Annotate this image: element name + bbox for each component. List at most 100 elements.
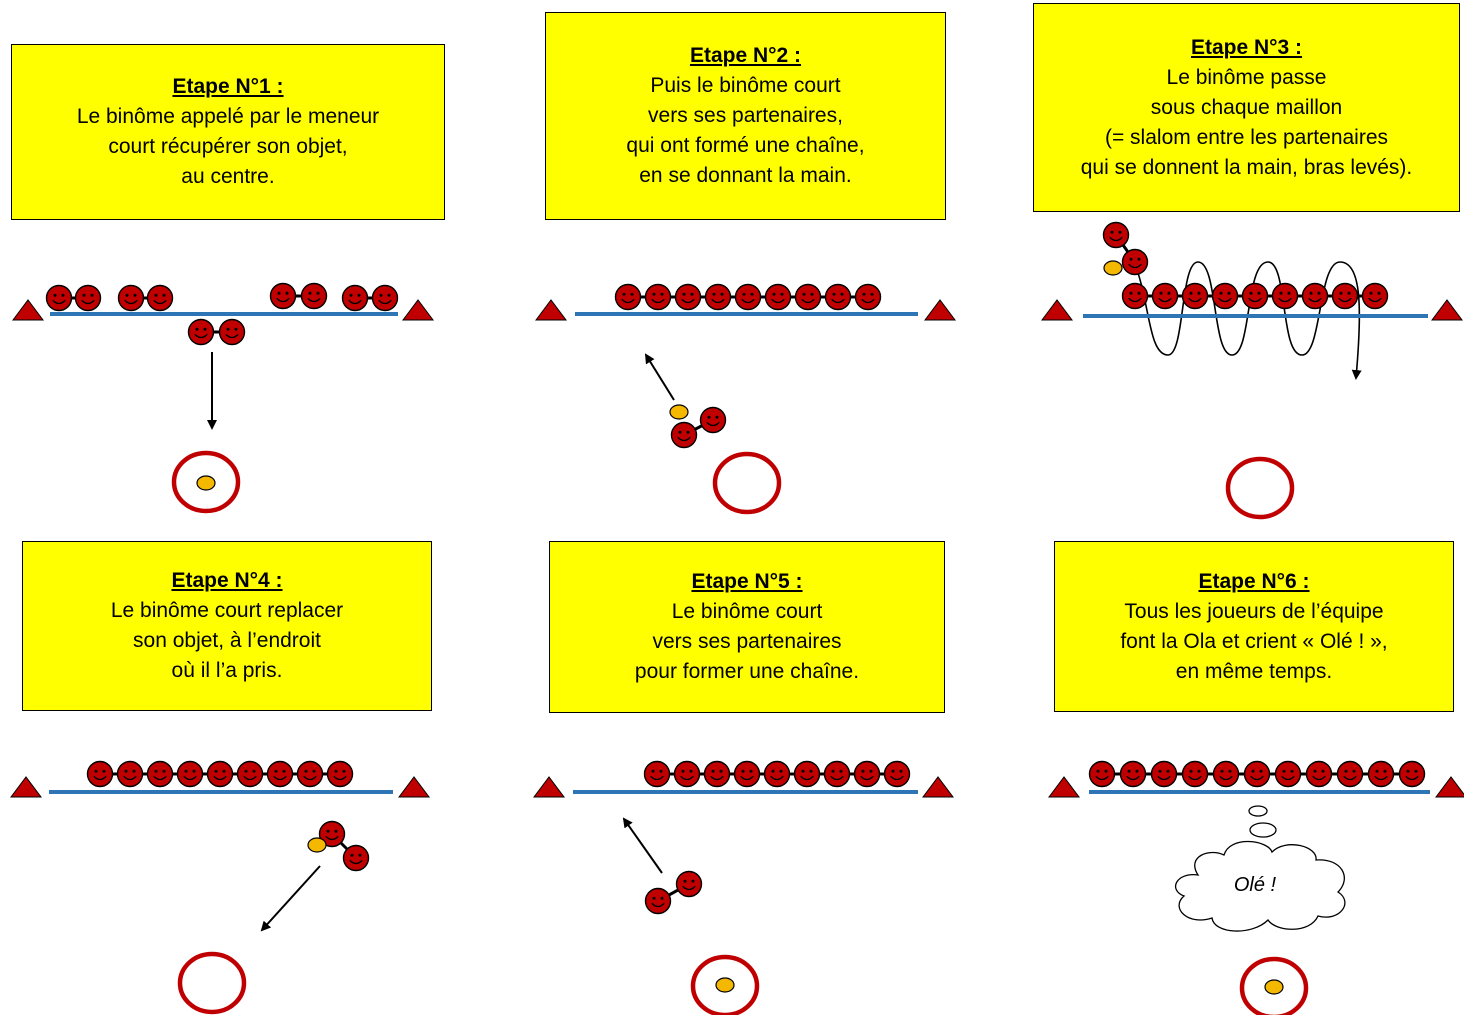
- player-eye: [707, 415, 711, 419]
- player-eye: [652, 292, 656, 296]
- player-smile: [1126, 775, 1140, 781]
- player-smile: [1158, 297, 1172, 303]
- player-eye: [1137, 291, 1141, 295]
- player-eye: [809, 769, 813, 773]
- player-face: [1102, 221, 1130, 249]
- player-eye: [780, 292, 784, 296]
- player-eye: [711, 769, 715, 773]
- player-eye: [102, 769, 106, 773]
- step-5-line: pour former une chaîne.: [634, 660, 860, 683]
- cone: [402, 299, 434, 321]
- hoop: [690, 954, 760, 1015]
- player-smile: [801, 298, 815, 304]
- cone: [398, 776, 430, 798]
- player-eye: [1219, 291, 1223, 295]
- player-smile: [771, 298, 785, 304]
- player-eye: [741, 769, 745, 773]
- player-eye: [832, 292, 836, 296]
- player-face: [644, 283, 672, 311]
- player-eye: [349, 293, 353, 297]
- step-2-line: Puis le binôme court: [650, 74, 841, 97]
- object: [669, 404, 689, 420]
- player-face: [699, 406, 727, 434]
- step-3-title: Etape N°3 :: [1190, 35, 1303, 59]
- player-eye: [861, 769, 865, 773]
- player-eye: [1313, 769, 1317, 773]
- object: [307, 837, 327, 853]
- player-eye: [1167, 291, 1171, 295]
- player-face: [823, 760, 851, 788]
- player-eye: [715, 415, 719, 419]
- player-eye: [1347, 291, 1351, 295]
- thought-dot: [1248, 805, 1268, 817]
- player-smile: [861, 298, 875, 304]
- step-2-title: Etape N°2 :: [689, 44, 802, 67]
- player-eye: [387, 293, 391, 297]
- player-eye: [651, 769, 655, 773]
- player-eye: [771, 769, 775, 773]
- player-eye: [719, 769, 723, 773]
- player-face: [763, 760, 791, 788]
- player-eye: [1118, 230, 1122, 234]
- player-eye: [184, 769, 188, 773]
- player-eye: [195, 327, 199, 331]
- player-face: [45, 284, 73, 312]
- player-eye: [630, 292, 634, 296]
- player-eye: [61, 293, 65, 297]
- player-eye: [1110, 230, 1114, 234]
- player-face: [1088, 760, 1116, 788]
- step-6-title: Etape N°6 :: [1198, 569, 1310, 593]
- player-eye: [162, 293, 166, 297]
- player-eye: [810, 292, 814, 296]
- player-smile: [682, 885, 696, 891]
- player-face: [1151, 282, 1179, 310]
- player-face: [318, 820, 346, 848]
- player-eye: [772, 292, 776, 296]
- player-smile: [711, 298, 725, 304]
- player-smile: [1250, 775, 1264, 781]
- ole-bubble-text: Olé !: [1234, 874, 1277, 896]
- player-eye: [801, 769, 805, 773]
- player-eye: [1197, 769, 1201, 773]
- player-eye: [1317, 291, 1321, 295]
- player-smile: [1128, 297, 1142, 303]
- player-eye: [1104, 769, 1108, 773]
- step-3-box: Etape N°3 : Le binôme passe sous chaque …: [1033, 3, 1460, 212]
- player-face: [703, 760, 731, 788]
- slalom-path: [1133, 261, 1362, 380]
- player-face: [733, 760, 761, 788]
- player-face: [1121, 248, 1149, 276]
- player-smile: [243, 775, 257, 781]
- player-eye: [1377, 291, 1381, 295]
- player-smile: [677, 436, 691, 442]
- step-3-line: (= slalom entre les partenaires: [1104, 125, 1389, 149]
- step-5-box: Etape N°5 : Le binôme court vers ses par…: [549, 541, 945, 713]
- player-eye: [316, 291, 320, 295]
- player-face: [176, 760, 204, 788]
- player-smile: [890, 775, 904, 781]
- step-5-line: vers ses partenaires: [652, 630, 842, 653]
- player-eye: [690, 292, 694, 296]
- player-eye: [350, 853, 354, 857]
- player-face: [116, 760, 144, 788]
- player-smile: [333, 775, 347, 781]
- player-eye: [82, 293, 86, 297]
- player-face: [296, 760, 324, 788]
- step-2-box: Etape N°2 : Puis le binôme court vers se…: [545, 12, 946, 220]
- step-5-line: Le binôme court: [671, 600, 823, 623]
- player-eye: [1287, 291, 1291, 295]
- player-eye: [779, 769, 783, 773]
- player-smile: [770, 775, 784, 781]
- cone: [924, 299, 956, 321]
- player-face: [266, 760, 294, 788]
- arrow: [622, 817, 663, 874]
- object: [715, 977, 735, 993]
- player-eye: [660, 896, 664, 900]
- step-4-line: Le binôme court replacer: [110, 599, 344, 622]
- hoop: [1239, 956, 1309, 1015]
- player-face: [1121, 282, 1149, 310]
- player-smile: [303, 775, 317, 781]
- player-smile: [1281, 775, 1295, 781]
- hoop: [177, 951, 247, 1015]
- player-smile: [830, 775, 844, 781]
